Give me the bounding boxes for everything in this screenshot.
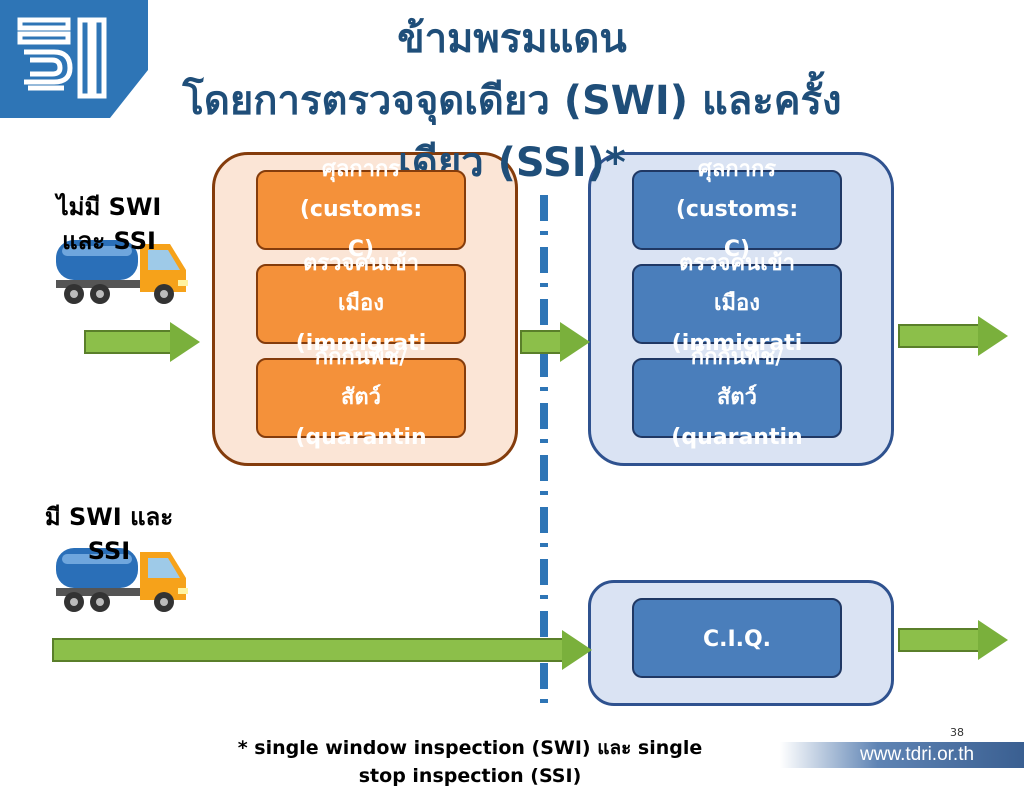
tdri-logo-mark	[17, 17, 107, 99]
footer-bar	[780, 742, 1024, 768]
right-arrow-icon	[52, 630, 592, 670]
page-title-line-1: ข้ามพรมแดน	[397, 16, 627, 62]
truck-icon	[56, 240, 188, 304]
page-number: 38	[950, 726, 964, 739]
label-with-swi: มี SWI และ SSI	[44, 503, 174, 565]
footer-url[interactable]: www.tdri.or.th	[860, 744, 975, 765]
right-arrow-icon	[898, 620, 1008, 660]
quarantine-box-left-label: กักกันพืช/ สัตว์ (quarantin e:Q)	[295, 345, 427, 490]
page-title-line-3: เดียว (SSI)*	[398, 140, 626, 186]
ciq-box: C.I.Q.	[632, 598, 842, 678]
border-divider	[540, 195, 548, 705]
quarantine-box-right: กักกันพืช/ สัตว์ (quarantin e:Q)	[632, 345, 842, 490]
customs-box-right: ศุลกากร (customs: C)	[632, 157, 842, 262]
page-title-line-2: โดยการตรวจจุดเดียว (SWI) และครั้ง	[182, 78, 842, 124]
right-arrow-icon	[84, 322, 200, 362]
customs-box-left: ศุลกากร (customs: C)	[256, 157, 466, 262]
quarantine-box-right-label: กักกันพืช/ สัตว์ (quarantin e:Q)	[671, 345, 803, 490]
truck-icon	[56, 548, 188, 612]
right-arrow-icon	[520, 322, 590, 362]
quarantine-box-left: กักกันพืช/ สัตว์ (quarantin e:Q)	[256, 345, 466, 490]
footnote: * single window inspection (SWI) และ sin…	[237, 737, 703, 787]
customs-box-left-label: ศุลกากร (customs: C)	[299, 157, 423, 262]
customs-box-right-label: ศุลกากร (customs: C)	[675, 157, 799, 262]
immigration-box-left: ตรวจคนเข้า เมือง (immigrati on:I)	[256, 251, 466, 396]
right-arrow-icon	[898, 316, 1008, 356]
label-without-swi: ไม่มี SWI และ SSI	[56, 193, 162, 255]
ciq-box-label: C.I.Q.	[702, 627, 772, 652]
immigration-box-right: ตรวจคนเข้า เมือง (immigrati on:I)	[632, 251, 842, 396]
